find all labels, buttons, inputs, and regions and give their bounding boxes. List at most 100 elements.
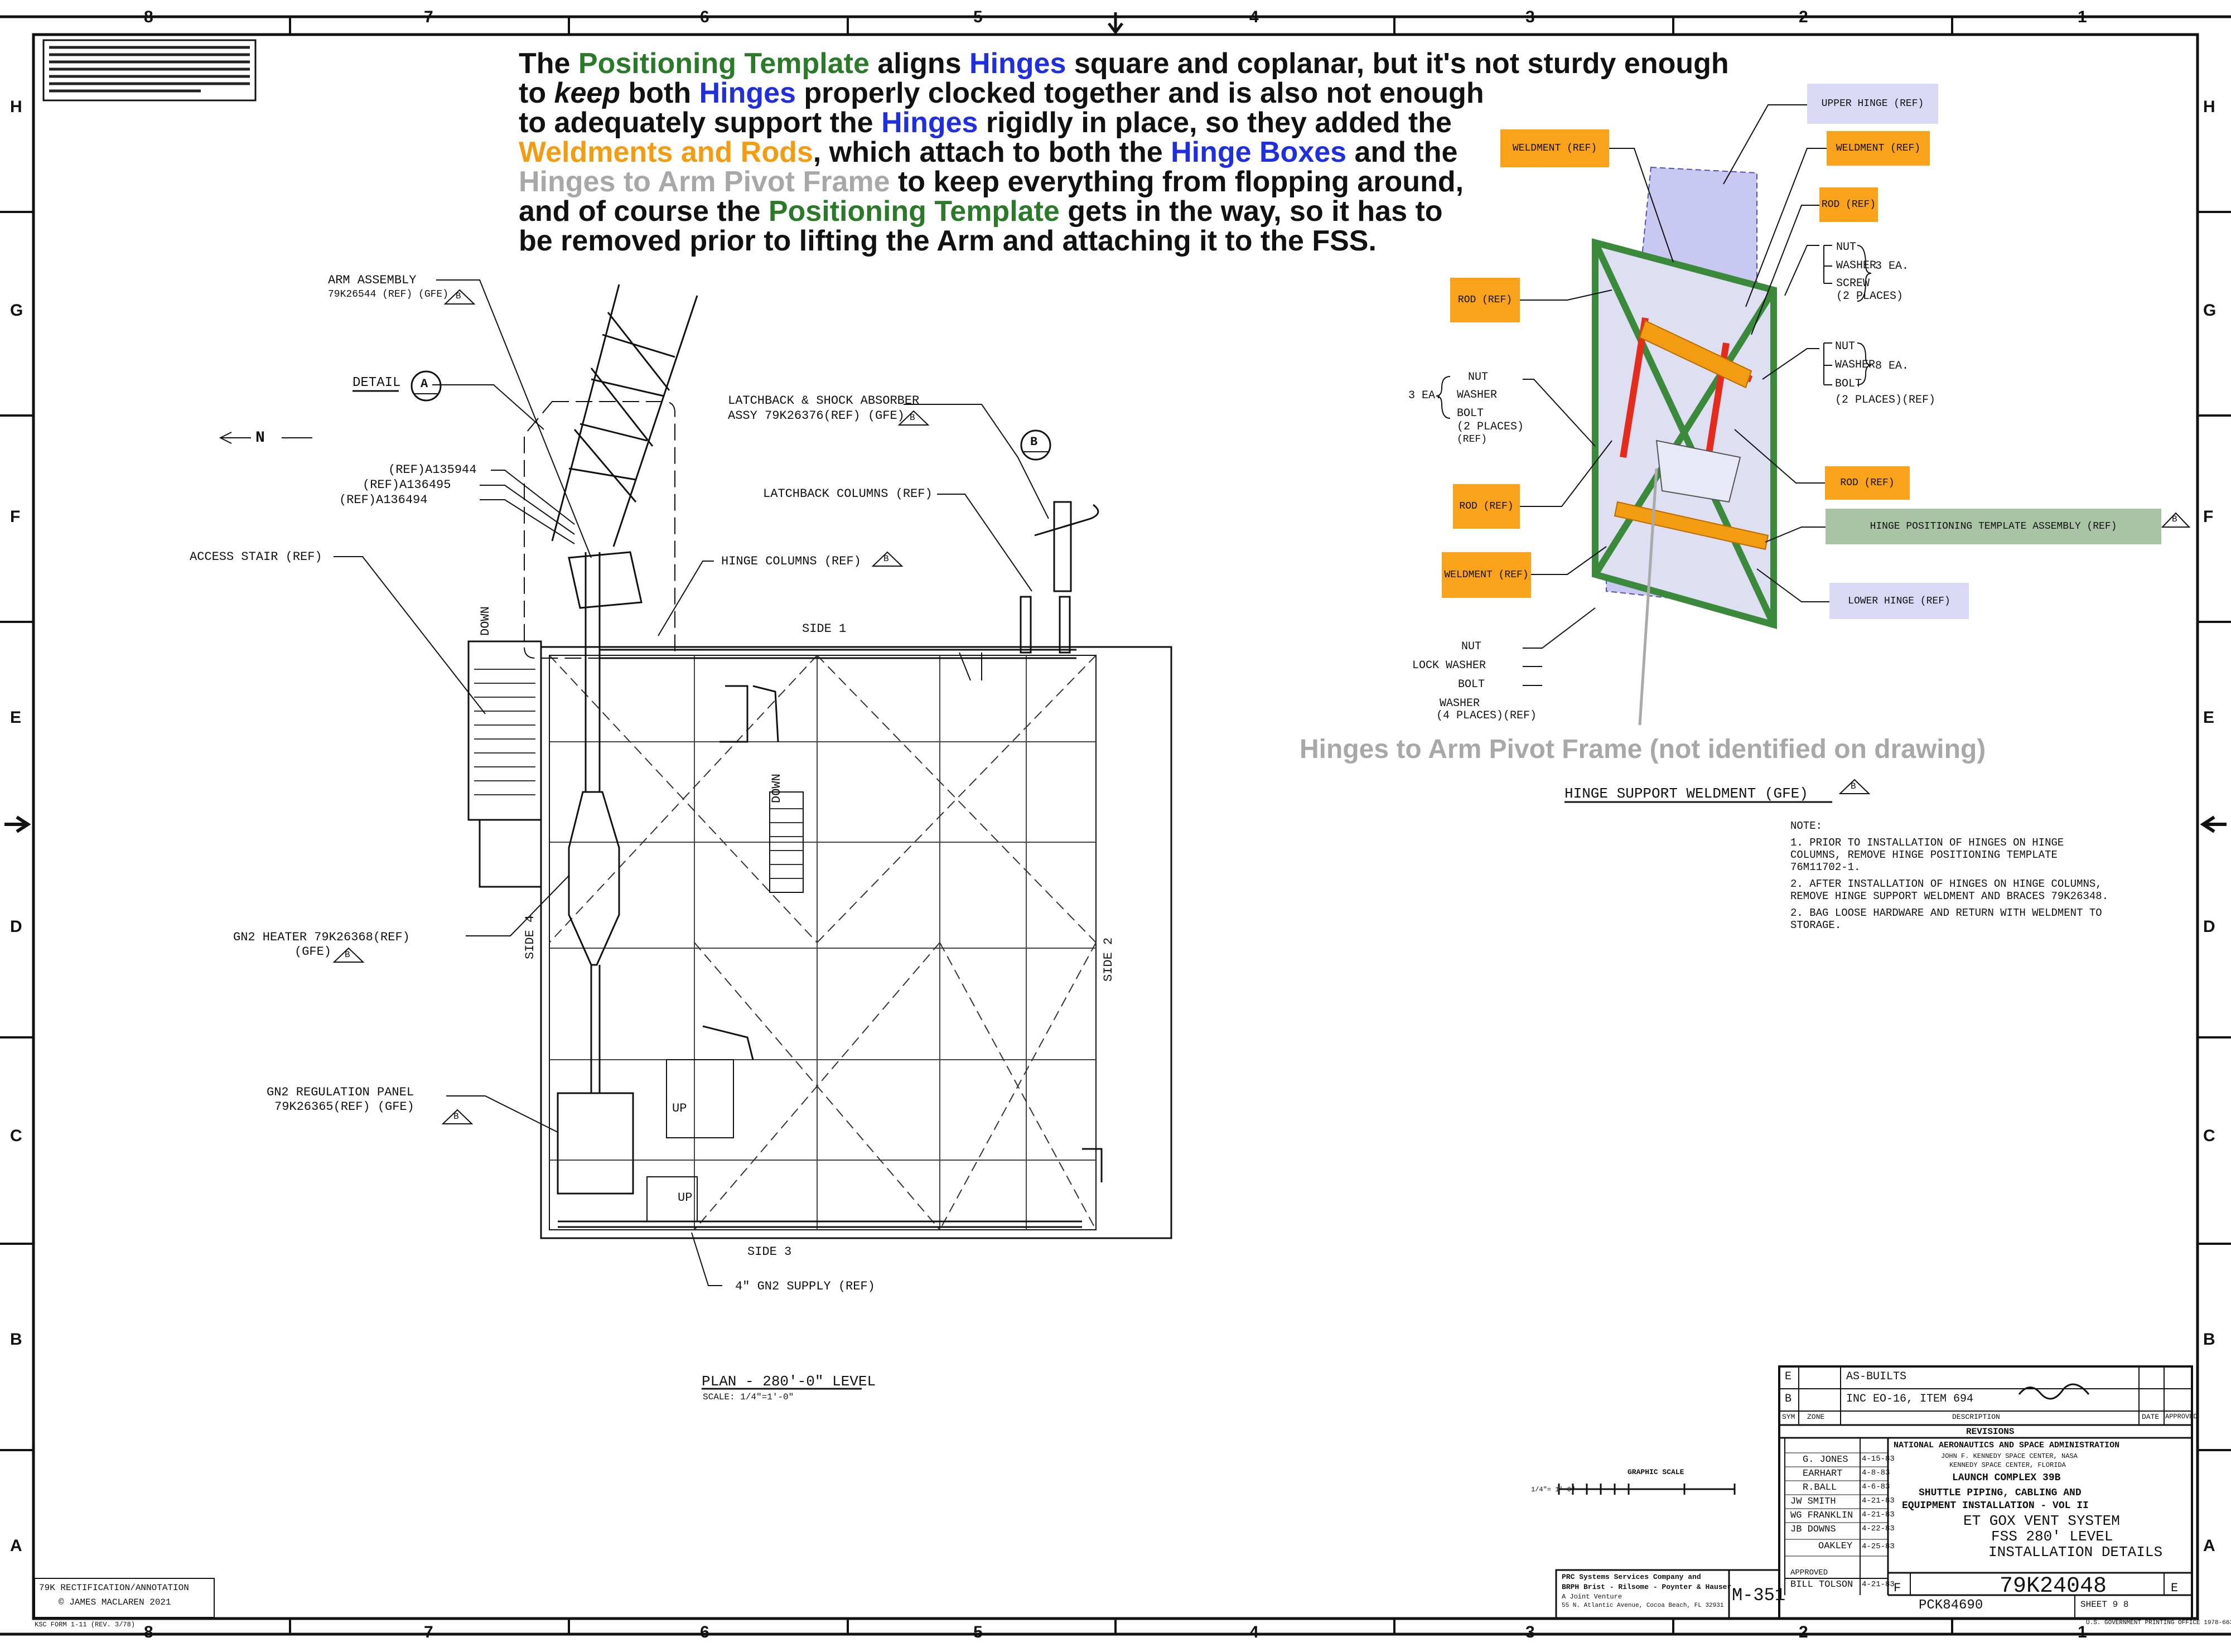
handrail (1082, 1148, 1103, 1182)
sheet-number: SHEET 9 8 (2080, 1600, 2129, 1610)
zone-row-label: E (10, 708, 22, 727)
fastener-item: NUT (1835, 340, 1856, 353)
rod-label: ROD (REF) (1825, 466, 1910, 500)
access-stair-label: ACCESS STAIR (REF) (190, 550, 322, 564)
signer-name: WG FRANKLIN (1790, 1510, 1853, 1521)
quantity-label: 3 EA. (1875, 260, 1909, 273)
center-arrow-left (4, 815, 31, 833)
rev-header: DATE (2142, 1413, 2160, 1421)
notes-title: NOTE: (1790, 820, 1823, 832)
firm-line: BRPH Brist - Rilsome - Poynter & Hauser (1562, 1583, 1732, 1591)
signer-name: JB DOWNS (1790, 1524, 1836, 1535)
text: , which attach to both the (813, 136, 1171, 168)
side-3-label: SIDE 3 (747, 1245, 792, 1259)
plan-title: PLAN - 280'-0" LEVEL (702, 1373, 876, 1390)
zone-col-label: 8 (144, 8, 153, 26)
pck-number: PCK84690 (1919, 1598, 1983, 1613)
revision-letter: E (2171, 1581, 2179, 1595)
fastener-item: NUT (1461, 640, 1482, 653)
pivot-frame-callout: Hinges to Arm Pivot Frame (not identifie… (1300, 735, 1986, 764)
hinges-term: Hinges (969, 47, 1066, 80)
latchback-columns-label: LATCHBACK COLUMNS (REF) (763, 487, 933, 501)
zone-row-label: B (10, 1330, 22, 1349)
annotation-line-5: Hinges to Arm Pivot Frame to keep everyt… (519, 167, 1802, 197)
revision-triangles (332, 289, 2191, 1124)
text: aligns (869, 47, 970, 80)
zone-row-label: A (2203, 1537, 2215, 1555)
brace-symbols (1436, 245, 1872, 419)
hinge-detail-frame (568, 551, 643, 609)
sign-date: 4-15-83 (1862, 1455, 1895, 1463)
hinges-term: Hinges (881, 107, 978, 139)
drawing-number: 79K24048 (2000, 1574, 2107, 1599)
project-name: LAUNCH COMPLEX 39B (1952, 1472, 2061, 1484)
approved-label: APPROVED (1790, 1568, 1828, 1577)
fastener-item: SCREW (1836, 277, 1870, 290)
emphasis: keep (554, 77, 621, 109)
side-4-label: SIDE 4 (523, 915, 537, 959)
quantity-label: 8 EA. (1875, 360, 1909, 373)
rev-header: SYM (1782, 1413, 1795, 1421)
sign-date: 4-25-83 (1862, 1542, 1895, 1551)
m351-label: M-351 (1732, 1585, 1786, 1606)
zone-row-label: D (10, 917, 22, 936)
regulation-panel (557, 1092, 634, 1195)
plan-leaders (219, 279, 1049, 1286)
zone-row-label: C (2203, 1127, 2215, 1145)
fastener-item: (2 PLACES) (1457, 421, 1524, 433)
legal-stamp (42, 39, 257, 102)
platform-grid (549, 655, 1096, 1230)
gn2-heater-gfe: (GFE) (294, 945, 332, 959)
zone-ticks (0, 17, 2231, 1634)
drawing-notes: NOTE: 1. PRIOR TO INSTALLATION OF HINGES… (1790, 820, 2114, 936)
weldment-label: WELDMENT (REF) (1827, 131, 1930, 166)
zone-col-label: 7 (424, 1623, 433, 1641)
north-arrow-label: N (255, 429, 265, 447)
text: properly clocked together and is also no… (795, 77, 1484, 109)
detail-b-bubble (1020, 429, 1051, 461)
rev-sym: E (1785, 1370, 1792, 1383)
interior-stair (769, 791, 804, 893)
lower-hinge-label: LOWER HINGE (REF) (1829, 583, 1969, 619)
note-3: 2. BAG LOOSE HARDWARE AND RETURN WITH WE… (1790, 907, 2102, 931)
rev-flag: B (2172, 514, 2177, 524)
hinges-term: Hinges (699, 77, 796, 109)
ksc-label-2: KENNEDY SPACE CENTER, FLORIDA (1949, 1461, 2066, 1469)
rev-flag: B (456, 291, 461, 301)
fastener-item: WASHER (1440, 697, 1480, 710)
detail-a-letter: A (421, 377, 428, 391)
title-line: EQUIPMENT INSTALLATION - VOL II (1902, 1500, 2089, 1511)
regulation-panel-label: GN2 REGULATION PANEL (267, 1085, 414, 1099)
detail-a-bubble (411, 370, 442, 402)
hinge-columns-label: HINGE COLUMNS (REF) (721, 554, 861, 568)
rev-flag: B (1851, 781, 1856, 791)
text: and of course the (519, 195, 769, 228)
support-weldment-title: HINGE SUPPORT WELDMENT (GFE) (1564, 785, 1808, 802)
arm-assembly-label: ARM ASSEMBLY (328, 273, 417, 287)
zone-col-label: 3 (1525, 1623, 1535, 1641)
zone-col-label: 6 (700, 1623, 709, 1641)
plan-scale: SCALE: 1/4"=1'-0" (703, 1392, 794, 1402)
latchback-label: LATCHBACK & SHOCK ABSORBER (728, 394, 920, 408)
sign-date: 4-6-83 (1862, 1482, 1890, 1491)
zone-col-label: 5 (973, 8, 983, 26)
up-label: UP (672, 1102, 687, 1115)
title-block-lines (34, 1365, 2193, 1620)
detail-leaders (1520, 104, 1829, 726)
zone-row-label: E (2203, 708, 2215, 727)
latchback-ref: ASSY 79K26376(REF) (GFE) (728, 409, 905, 423)
zone-col-label: 1 (2078, 1623, 2087, 1641)
zone-col-label: 8 (144, 1623, 153, 1641)
zone-row-label: B (2203, 1330, 2215, 1349)
text: both (620, 77, 699, 109)
detail-b-letter: B (1030, 435, 1038, 449)
zone-col-label: 2 (1799, 1623, 1808, 1641)
detail-label: DETAIL (352, 375, 401, 390)
weldment-label: WELDMENT (REF) (1500, 129, 1609, 167)
zone-col-label: 4 (1249, 8, 1259, 26)
platform-bracing (549, 655, 1097, 1230)
note-2: 2. AFTER INSTALLATION OF HINGES ON HINGE… (1790, 878, 2109, 902)
rev-desc: AS-BUILTS (1846, 1370, 1907, 1383)
annotation-line-6: and of course the Positioning Template g… (519, 197, 1802, 226)
